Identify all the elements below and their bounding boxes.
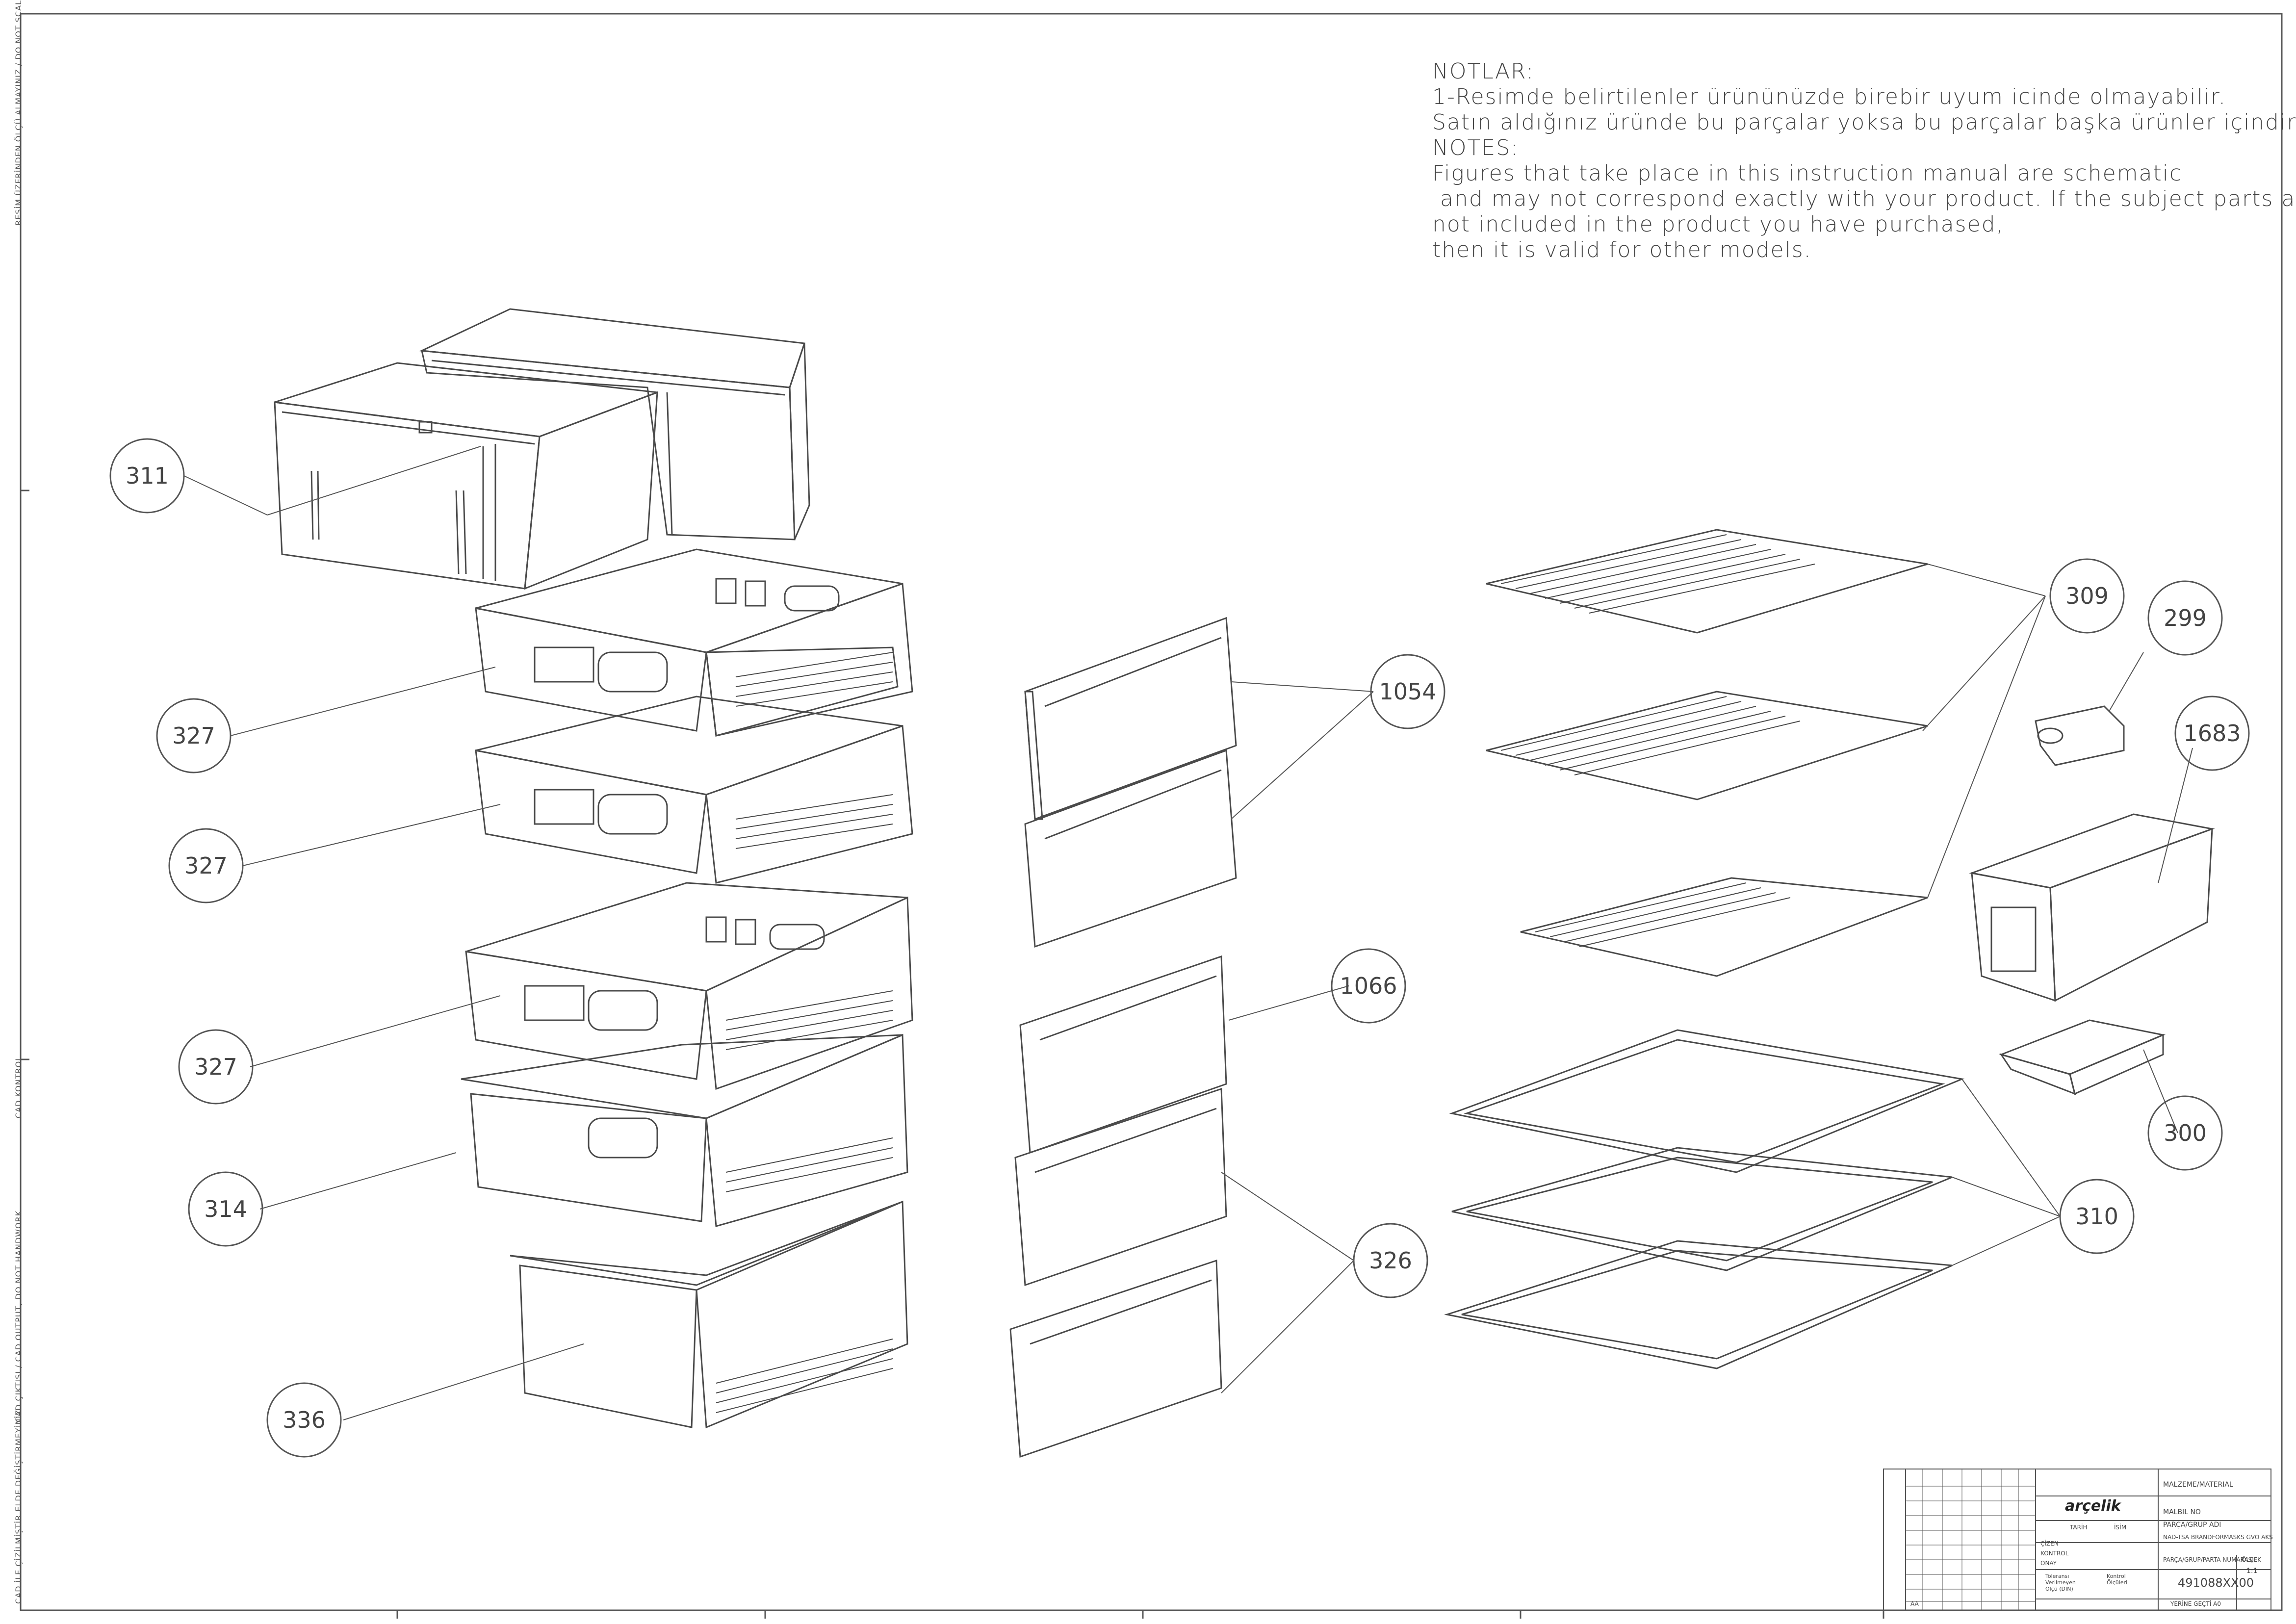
part-300-ice-tray [1999,1019,2166,1095]
part-327-drawer-3 [465,882,913,1090]
callout-309-circle [2049,558,2125,634]
notes-tr-line2: Satın aldığınız üründe bu parçalar yoksa… [1432,110,2296,135]
part-326-flaps [1009,1087,1227,1458]
notes-en-line2: and may not correspond exactly with your… [1432,186,2296,211]
callout-327c-circle [178,1029,254,1105]
callout-1683: 1683 [2183,720,2241,747]
callout-299: 299 [2164,605,2207,631]
callout-310: 310 [2075,1203,2118,1230]
part-1066-flap [1019,955,1227,1154]
callout-299-circle [2147,580,2223,656]
part-336-drawer [510,1200,908,1429]
drawing-no-label: PARÇA/GRUP/PARTA NUMARASI [2163,1556,2254,1563]
callout-336-circle [266,1382,342,1458]
part-name: NAD-TSA BRANDFORMASKS GVO AKS [2163,1534,2273,1541]
margin-note-lower: CAD İLE ÇİZİLMİŞTİR ELDE DEĞİŞTİRMEYİNİZ [14,1409,23,1604]
callout-311-circle [109,438,185,514]
date-label: TARİH [2070,1524,2088,1531]
part-311-bins [274,308,810,590]
drawing-notes: NOTLAR: 1-Resimde belirtilenler ürününüz… [1432,59,2296,263]
drawn-by-label: ÇİZEN [2040,1540,2059,1547]
revision-label: AA [1910,1600,1919,1607]
callout-1683-circle [2174,696,2250,771]
part-299-holder [2035,705,2125,766]
leader-lines [183,446,2193,1420]
callout-327a: 327 [172,722,215,749]
sheet-label: YERİNE GEÇTİ A0 [2170,1600,2221,1607]
drawing-number: 491088XX00 [2178,1576,2254,1590]
part-327-drawer-2 [475,696,913,884]
margin-note-bottom: CAD ÇIKTISI / CAD OUTPUT, DO NOT HANDWOR… [14,1210,23,1422]
callout-327c: 327 [194,1054,237,1080]
part-327-drawer-1 [475,548,913,737]
callout-1054-circle [1370,654,1445,729]
part-group-label: PARÇA/GRUP ADI [2163,1521,2221,1529]
title-block: arçelik MALZEME/MATERIAL MALBIL NO PARÇA… [1883,1469,2273,1616]
notes-en-line4: then it is valid for other models. [1432,237,1812,262]
sheet-border [20,13,2283,1611]
control-dims-label: Kontrol Ölçüleri [2107,1573,2128,1586]
callout-1054: 1054 [1379,678,1436,705]
callout-309: 309 [2065,583,2109,609]
callout-1066: 1066 [1340,973,1397,999]
margin-note-top: RESİM ÜZERİNDEN ÖLÇÜ ALMAYINIZ / DO NOT … [14,0,23,226]
notes-heading-tr: NOTLAR: [1432,59,1535,84]
callout-310-circle [2059,1179,2135,1254]
tolerance-label: Toleransı Verilmeyen Ölçü (DIN) [2045,1573,2076,1592]
callout-1066-circle [1331,948,1406,1024]
callout-300-circle [2147,1095,2223,1171]
callout-327b-circle [168,828,244,903]
material-label: MALZEME/MATERIAL [2163,1481,2233,1489]
brand-logo: arçelik [2065,1497,2121,1515]
callout-327a-circle [156,698,232,773]
callout-336: 336 [283,1407,326,1433]
name-label: İSİM [2114,1524,2127,1531]
callout-326: 326 [1369,1247,1412,1274]
part-309-shelves [1486,529,1928,977]
notes-en-line1: Figures that take place in this instruct… [1432,161,2183,186]
part-314-drawer [461,1033,908,1227]
callout-326-circle [1353,1223,1428,1298]
checked-label: KONTROL [2040,1550,2069,1557]
approved-label: ONAY [2040,1560,2057,1567]
callout-300: 300 [2164,1120,2207,1146]
part-1683-box [1969,813,2215,1002]
scale-value: 1:1 [2246,1567,2258,1575]
part-310-frames [1444,1029,1965,1369]
material-no-label: MALBIL NO [2163,1508,2201,1516]
callout-314: 314 [204,1196,247,1222]
title-block-grid [1883,1469,2271,1611]
part-1054-flaps [1024,617,1237,948]
callout-311: 311 [126,463,169,489]
scale-label: ÖLÇEK [2242,1556,2261,1563]
margin-note-mid: CAD KONTROL [14,1056,23,1118]
callout-314-circle [188,1171,263,1247]
notes-heading-en: NOTES: [1432,135,1519,160]
callout-327b: 327 [184,852,228,879]
notes-tr-line1: 1-Resimde belirtilenler ürününüzde bireb… [1432,84,2226,109]
notes-en-line3: not included in the product you have pur… [1432,212,2004,237]
